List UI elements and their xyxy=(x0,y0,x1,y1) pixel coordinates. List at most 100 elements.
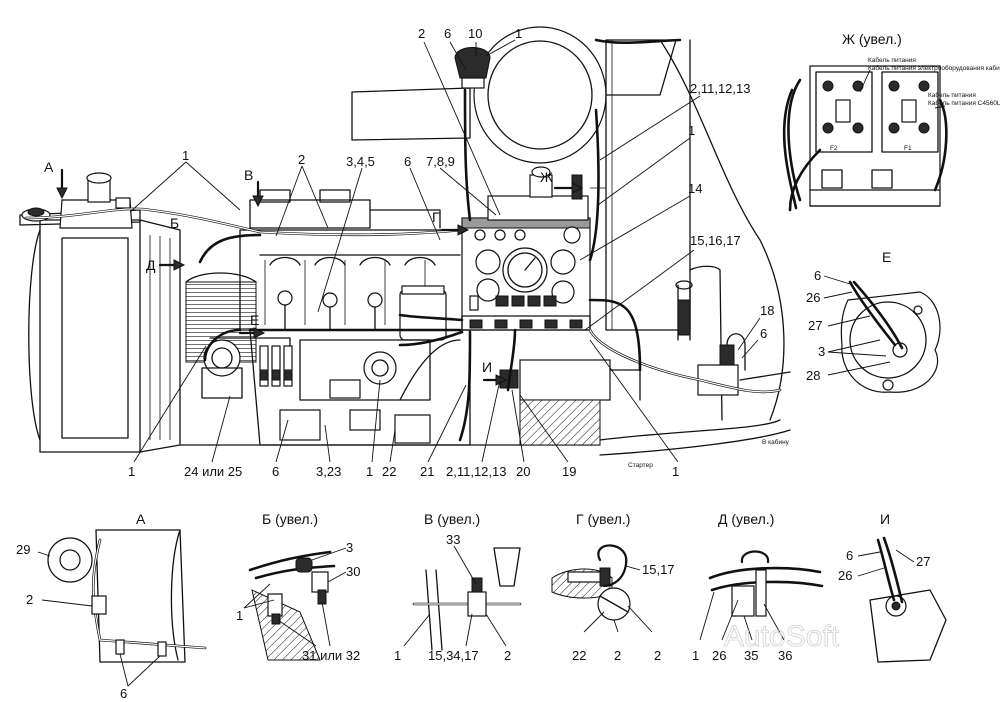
b-callout-3: 3 xyxy=(346,540,353,555)
fan-grill xyxy=(185,272,257,399)
b-callout-1: 1 xyxy=(236,608,243,623)
i-callout-26: 26 xyxy=(838,568,852,583)
view-b-title: Б (увел.) xyxy=(262,511,318,527)
callout-1-left: 1 xyxy=(182,148,189,163)
view-a-title: А xyxy=(136,511,146,527)
callout-1-top: 1 xyxy=(515,26,522,41)
control-panel xyxy=(461,217,591,331)
callout-1-bottom-a: 1 xyxy=(128,464,135,479)
callout-6-bottom: 6 xyxy=(272,464,279,479)
g-callout-2b: 2 xyxy=(654,648,661,663)
callout-21: 21 xyxy=(420,464,434,479)
view-i-title: И xyxy=(880,511,890,527)
callout-24-or-25: 24 или 25 xyxy=(184,464,242,479)
frame xyxy=(599,371,791,456)
view-e-title: Е xyxy=(882,249,891,265)
a-callout-29: 29 xyxy=(16,542,30,557)
view-zh: Ж (увел.) Кабель питания Кабель питания … xyxy=(782,31,1000,212)
callout-2-left: 2 xyxy=(298,152,305,167)
v-callout-1: 1 xyxy=(394,648,401,663)
b-callout-30: 30 xyxy=(346,564,360,579)
view-i: И 6 26 27 xyxy=(838,511,947,663)
callout-2-11-12-13-bottom: 2,11,12,13 xyxy=(446,464,506,479)
c4560lf-label: Кабель питания С4560LF xyxy=(928,99,1000,107)
d-callout-1: 1 xyxy=(692,648,699,663)
top-sensor xyxy=(454,47,491,89)
callout-1-bottom-c: 1 xyxy=(672,464,679,479)
hood-outline xyxy=(659,39,785,421)
view-g-title: Г (увел.) xyxy=(576,511,630,527)
d-callout-36: 36 xyxy=(778,648,792,663)
marker-v: В xyxy=(244,167,253,183)
marker-g: Г xyxy=(432,209,440,225)
starter xyxy=(499,359,641,446)
g-callout-2a: 2 xyxy=(614,648,621,663)
view-e: Е 6 26 27 3 28 xyxy=(806,249,941,393)
marker-e: Е xyxy=(250,312,259,328)
marker-zh: Ж xyxy=(540,169,553,185)
view-markers: А В Б Д Г Ж Е И xyxy=(44,159,553,375)
air-intake-pipe xyxy=(351,26,691,331)
callout-3-23: 3,23 xyxy=(316,464,341,479)
v-callout-2: 2 xyxy=(504,648,511,663)
marker-a: А xyxy=(44,159,54,175)
callout-6-right: 6 xyxy=(760,326,767,341)
g-callout-22: 22 xyxy=(572,648,586,663)
view-d: Д (увел.) 1 26 35 36 xyxy=(692,511,824,663)
callout-2-top: 2 xyxy=(418,26,425,41)
v-callout-15-34-17: 15,34,17 xyxy=(428,648,479,663)
watermark: AutoSoft xyxy=(724,620,840,653)
expansion-tank xyxy=(59,172,133,229)
callout-1-bottom-b: 1 xyxy=(366,464,373,479)
view-b: Б (увел.) 3 30 1 31 или 32 xyxy=(236,511,360,663)
e-callout-27: 27 xyxy=(808,318,822,333)
marker-b: Б xyxy=(170,215,179,231)
callout-3-4-5: 3,4,5 xyxy=(346,154,375,169)
b-callout-31-or-32: 31 или 32 xyxy=(302,648,360,663)
fuse-f2: F2 xyxy=(830,145,838,152)
callout-10-top: 10 xyxy=(468,26,482,41)
starter-label: Стартер xyxy=(628,462,653,469)
callout-2-11-12-13-right: 2,11,12,13 xyxy=(690,81,750,96)
e-callout-3: 3 xyxy=(818,344,825,359)
g-callout-15-17: 15,17 xyxy=(642,562,675,577)
d-callout-26: 26 xyxy=(712,648,726,663)
i-callout-27: 27 xyxy=(916,554,930,569)
view-v-title: В (увел.) xyxy=(424,511,480,527)
a-callout-6: 6 xyxy=(120,686,127,701)
view-g: Г (увел.) 15,17 22 2 2 xyxy=(551,511,675,663)
e-callout-28: 28 xyxy=(806,368,820,383)
to-cabin-label: В кабину xyxy=(762,438,790,446)
callouts-main: 2 6 10 1 2,11,12,13 1 14 15,16,17 18 6 1… xyxy=(128,26,774,479)
c4560lf-label-1: Кабель питания xyxy=(928,91,976,99)
callout-1-right: 1 xyxy=(688,123,695,138)
i-callout-6: 6 xyxy=(846,548,853,563)
a-callout-2: 2 xyxy=(26,592,33,607)
view-a: А 29 2 6 xyxy=(16,511,207,701)
callout-6-left: 6 xyxy=(404,154,411,169)
leaders-main xyxy=(129,39,761,463)
main-view: 2 6 10 1 2,11,12,13 1 14 15,16,17 18 6 1… xyxy=(19,26,791,479)
view-arrows xyxy=(56,168,584,386)
callout-7-8-9: 7,8,9 xyxy=(426,154,455,169)
view-d-title: Д (увел.) xyxy=(718,511,774,527)
d-callout-35: 35 xyxy=(744,648,758,663)
v-callout-33: 33 xyxy=(446,532,460,547)
callout-6-top: 6 xyxy=(444,26,451,41)
marker-d: Д xyxy=(146,257,156,273)
radiator xyxy=(19,207,181,453)
cabin-cable-label-1: Кабель питания xyxy=(868,56,916,64)
e-callout-6: 6 xyxy=(814,268,821,283)
view-zh-title: Ж (увел.) xyxy=(842,31,902,47)
junction-box xyxy=(487,166,606,221)
view-v: В (увел.) 33 1 15,34,17 2 xyxy=(394,511,522,663)
callout-20: 20 xyxy=(516,464,530,479)
e-callout-26: 26 xyxy=(806,290,820,305)
callout-14: 14 xyxy=(688,181,702,196)
marker-i: И xyxy=(482,359,492,375)
cabin-cable-label: Кабель питания электрооборудования кабин… xyxy=(868,64,1000,72)
fuse-f1: F1 xyxy=(904,145,912,152)
callout-19: 19 xyxy=(562,464,576,479)
harness xyxy=(24,38,782,442)
